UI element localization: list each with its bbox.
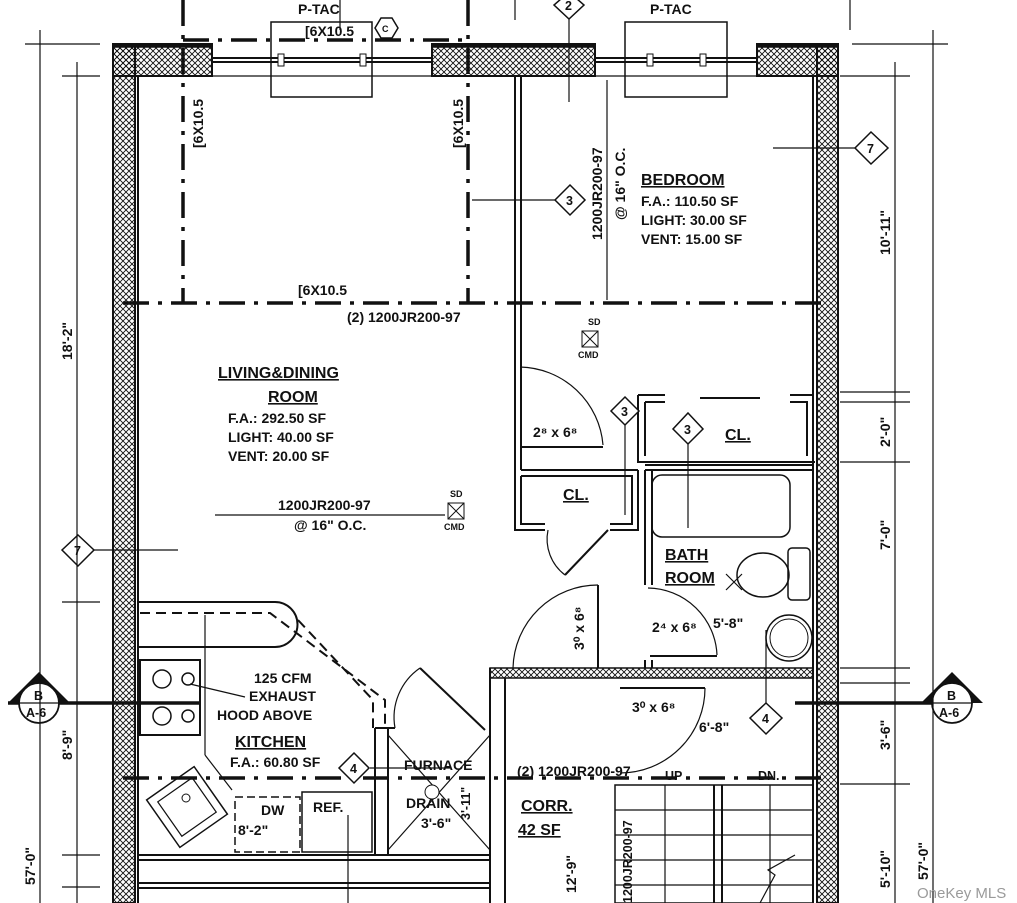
svg-text:2: 2 [565,0,572,13]
dimension-right: 7'-0" [877,520,893,550]
dishwasher-label: DW [261,802,285,818]
hood-note: 125 CFM [254,670,312,686]
stairs-down-label: DN. [758,769,780,783]
structural-lines [123,0,830,780]
joist-label-living: 1200JR200-97 [278,497,371,513]
svg-text:B: B [34,689,43,703]
bedroom-vent: VENT: 15.00 SF [641,231,743,247]
closet-label: CL. [725,427,751,444]
room-name-corridor: CORR. [521,798,573,815]
svg-text:3: 3 [621,405,628,419]
tag-3: 3 [671,411,705,528]
stairs [614,784,814,903]
svg-text:A-6: A-6 [939,706,959,720]
living-vent: VENT: 20.00 SF [228,448,330,464]
joist-spacing-living: @ 16" O.C. [294,517,366,533]
svg-text:SD: SD [450,489,463,499]
hood-note: EXHAUST [249,688,316,704]
refrigerator-label: REF. [313,799,343,815]
smoke-detector: SD CMD [578,317,601,360]
tag-2: 2 [552,0,586,102]
entry-dimension: 6'-8" [699,719,729,735]
bedroom-fa: F.A.: 110.50 SF [641,193,739,209]
exhaust-fan-icon [725,573,743,591]
room-name-bath-2: ROOM [665,570,715,587]
windows [212,53,757,67]
ptac-unit-living [270,21,373,98]
furnace-depth: 3'-11" [459,787,473,820]
door-size-bath: 2⁴ x 6⁸ [652,619,697,635]
tag-7: 7 [773,130,890,166]
room-name-kitchen: KITCHEN [235,734,306,751]
ptac-label: P-TAC [650,1,692,17]
dimension-right: 3'-6" [877,720,893,750]
kitchen-fixtures [138,601,386,903]
svg-text:A-6: A-6 [26,706,46,720]
svg-text:4: 4 [762,712,769,726]
svg-text:CMD: CMD [578,350,599,360]
drain-label: DRAIN [406,795,450,811]
living-fa: F.A.: 292.50 SF [228,410,326,426]
dimension-right: 5'-10" [877,850,893,888]
header-label: [6X10.5 [450,99,466,148]
door-size-entry: 3⁰ x 6⁸ [632,699,675,715]
svg-text:B: B [947,689,956,703]
ptac-unit-bedroom [624,21,728,98]
header-label: [6X10.5 [298,282,347,298]
room-name-living: LIVING&DINING [218,365,339,382]
furnace-label: FURNACE [404,757,472,773]
bedroom-light: LIGHT: 30.00 SF [641,212,747,228]
dimension-corridor: 12'-9" [563,855,579,893]
joist-spacing-bedroom: @ 16" O.C. [612,148,628,220]
joist-label-corridor: 1200JR200-97 [621,820,635,903]
header-label: [6X10.5 [305,23,354,39]
section-marker-right: B A-6 [795,672,983,724]
beam-label: (2) 1200JR200-97 [517,763,631,779]
hex-tag [374,17,399,39]
svg-text:4: 4 [350,762,357,776]
doors [393,366,718,774]
joist-label-bedroom: 1200JR200-97 [589,147,605,240]
corridor-area: 42 SF [518,822,561,839]
tag-3: 3 [609,395,641,515]
svg-text:CMD: CMD [444,522,465,532]
hood-note: HOOD ABOVE [217,707,312,723]
header-label: [6X10.5 [190,99,206,148]
dimension-lines [25,0,948,903]
interior-walls [138,76,815,903]
door-size-bedroom: 2⁸ x 6⁸ [533,424,577,440]
living-light: LIGHT: 40.00 SF [228,429,334,445]
dimension-left: 8'-9" [59,730,75,760]
closet-label: CL. [563,487,589,504]
ptac-label: P-TAC [298,1,340,17]
dimension-right: 57'-0" [915,842,931,880]
svg-text:3: 3 [566,194,573,208]
room-name-bedroom: BEDROOM [641,172,725,189]
kitchen-fa: F.A.: 60.80 SF [230,754,321,770]
door-size-corridor: 3⁰ x 6⁸ [571,607,587,650]
exterior-walls [112,43,839,903]
stairs-up-label: UP [665,769,682,783]
tag-4: 4 [337,751,450,785]
room-name-bath: BATH [665,547,708,564]
room-name-living-2: ROOM [268,389,318,406]
dimension-left: 57'-0" [22,847,38,885]
hex-tag-label: C [382,24,389,34]
svg-text:SD: SD [588,317,601,327]
svg-text:3: 3 [684,423,691,437]
tag-3: 3 [472,183,587,217]
svg-text:7: 7 [867,142,874,156]
dimension-left: 18'-2" [59,322,75,360]
dimension-right: 10'-11" [877,210,893,255]
smoke-detector: SD CMD [444,489,465,532]
bath-dimension: 5'-8" [713,615,743,631]
watermark: OneKey MLS [917,885,1006,902]
dimension-right: 2'-0" [877,417,893,447]
beam-label: (2) 1200JR200-97 [347,309,461,325]
tag-4: 4 [748,630,784,736]
furnace-width: 3'-6" [421,815,451,831]
dishwasher-dimension: 8'-2" [238,822,268,838]
